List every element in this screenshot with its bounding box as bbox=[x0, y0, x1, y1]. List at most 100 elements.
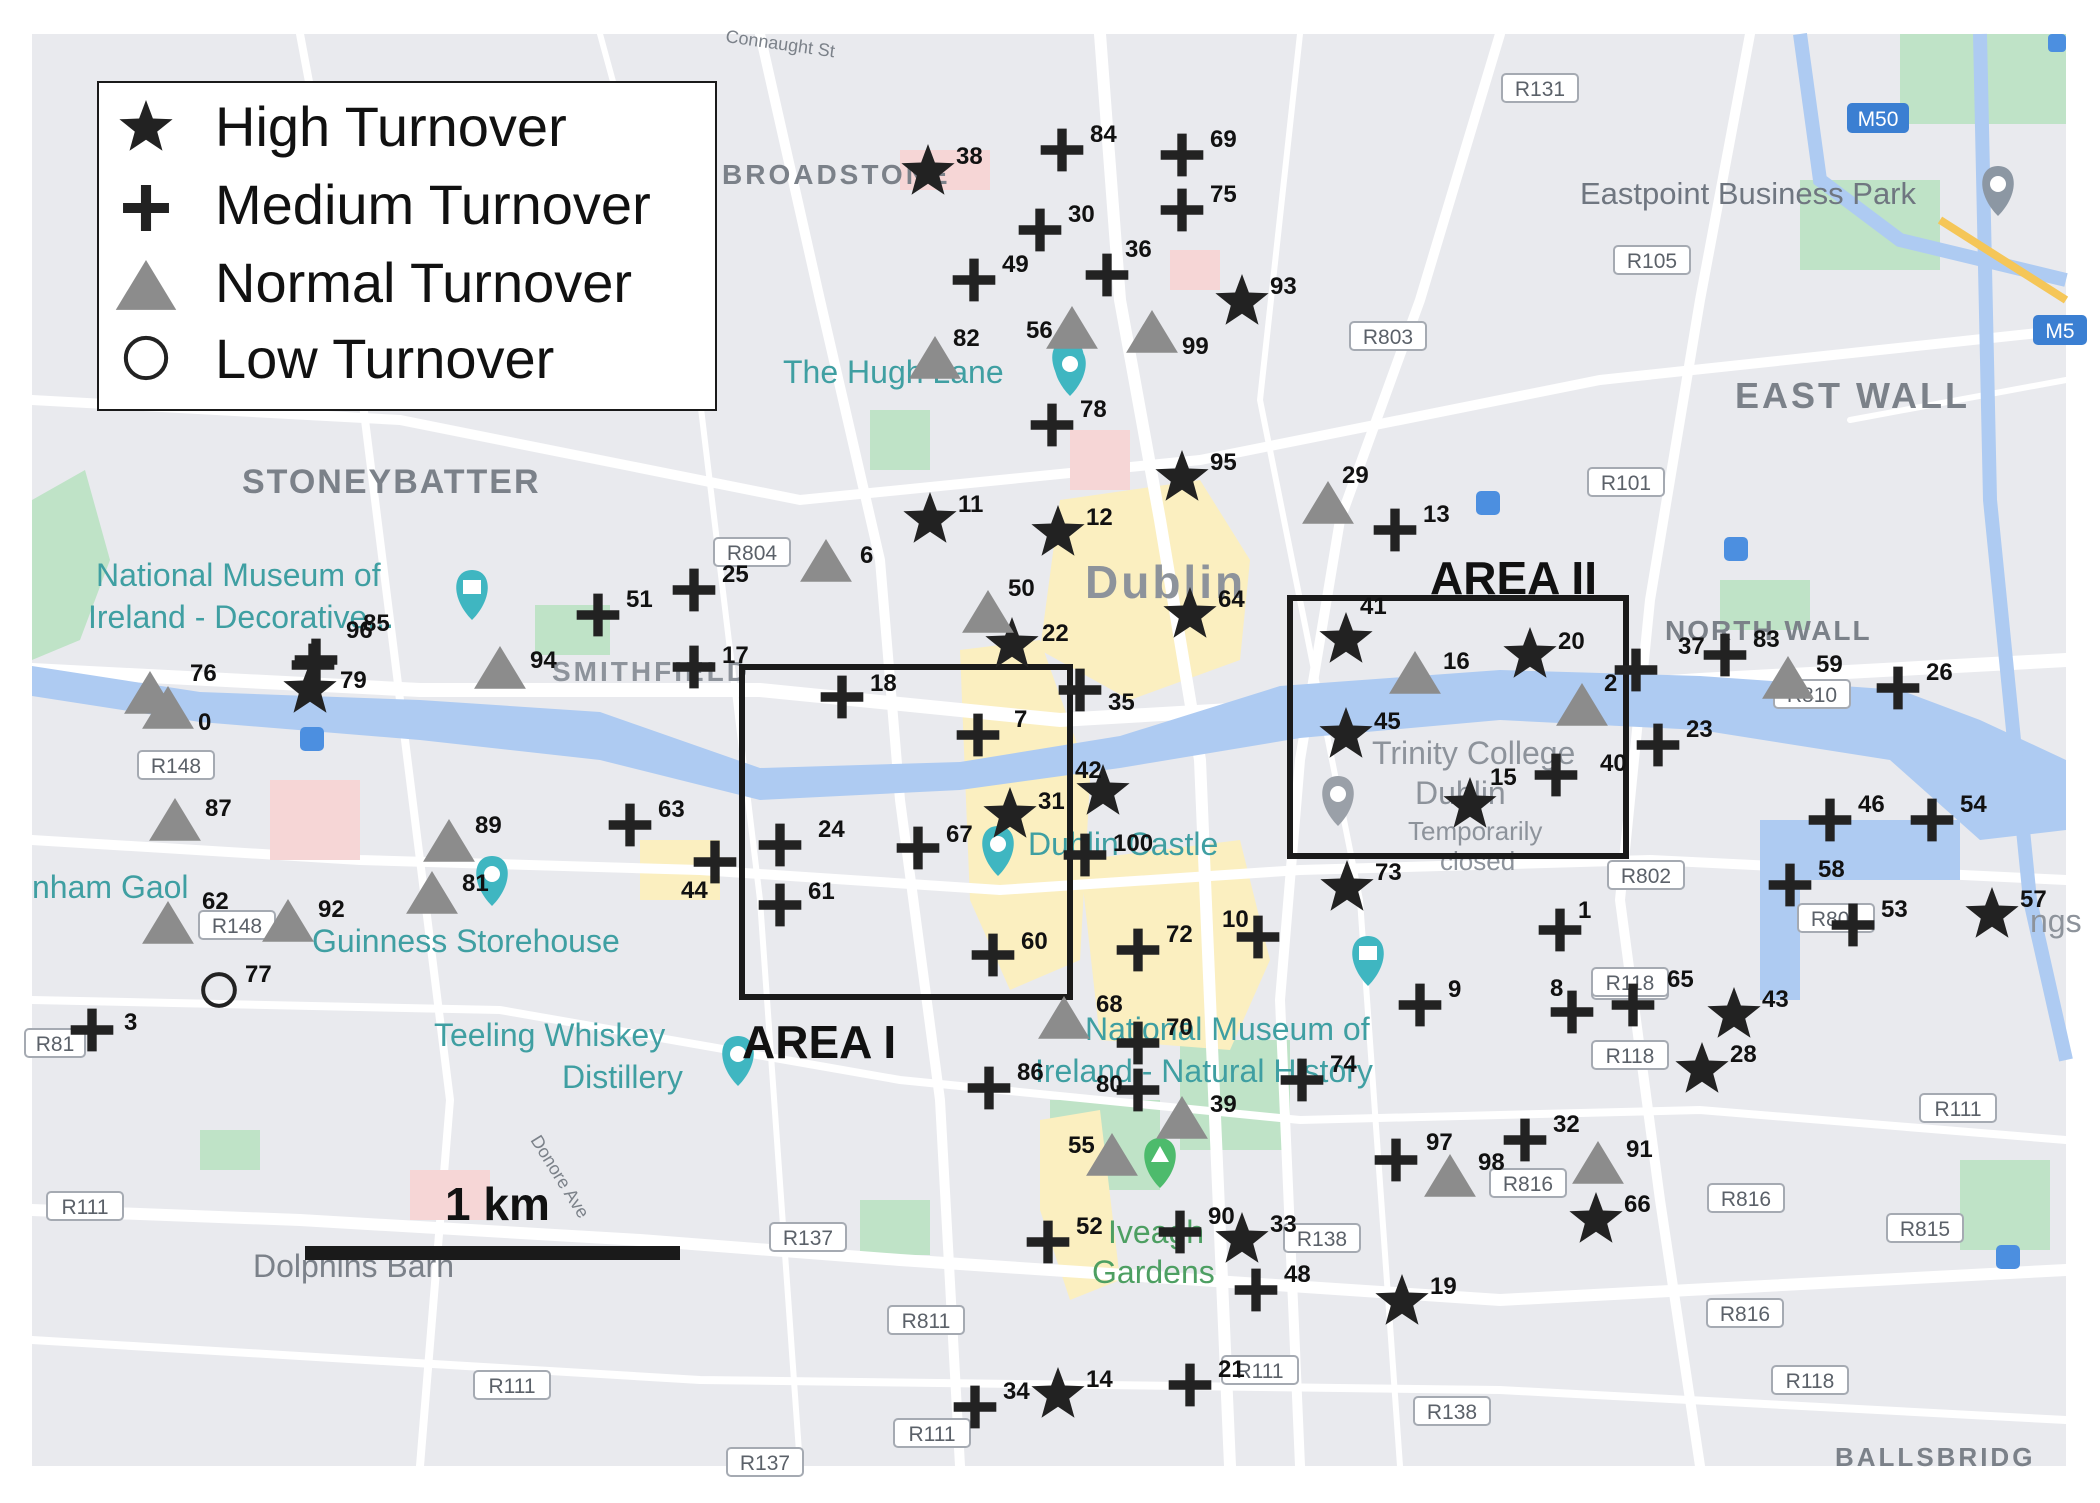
station-id-label: 90 bbox=[1208, 1203, 1235, 1230]
place-hugh-lane: The Hugh Lane bbox=[783, 354, 1004, 390]
station-high-marker bbox=[1675, 1042, 1729, 1093]
station-medium-marker bbox=[576, 593, 620, 637]
station-medium-marker bbox=[672, 568, 716, 612]
station-id-label: 55 bbox=[1068, 1132, 1095, 1159]
station-id-label: 33 bbox=[1270, 1211, 1297, 1238]
road-badge-box bbox=[1413, 1396, 1491, 1426]
area-1-label: AREA I bbox=[742, 1016, 896, 1068]
station-high-marker bbox=[1569, 1192, 1623, 1243]
station-normal-marker bbox=[962, 590, 1014, 633]
road-badge-box bbox=[1489, 1168, 1567, 1198]
station-high-marker bbox=[283, 662, 337, 713]
station-id-label: 38 bbox=[956, 143, 983, 170]
dock-water bbox=[1760, 820, 1960, 1000]
area-1-box bbox=[739, 664, 1073, 1000]
station-id-label: 72 bbox=[1166, 921, 1193, 948]
station-high-marker bbox=[1319, 612, 1373, 663]
station-medium-marker bbox=[1550, 990, 1594, 1034]
building-block bbox=[410, 1170, 490, 1220]
station-id-label: 62 bbox=[202, 888, 229, 915]
station-id-label: 6 bbox=[860, 542, 873, 569]
road-badge-label: R111 bbox=[1236, 1360, 1283, 1383]
road-badge-box bbox=[1771, 1365, 1849, 1395]
station-id-label: 40 bbox=[1600, 750, 1627, 777]
station-medium-marker bbox=[1768, 863, 1812, 907]
station-id-label: 54 bbox=[1960, 791, 1987, 818]
station-normal-marker bbox=[124, 671, 176, 714]
transit-badges bbox=[300, 34, 2066, 1269]
station-medium-marker bbox=[1831, 903, 1875, 947]
station-id-label: 13 bbox=[1423, 501, 1450, 528]
station-medium-marker bbox=[1160, 133, 1204, 177]
area-boxes: AREA I AREA II bbox=[739, 552, 1629, 1068]
place-smithfield: SMITHFIELD bbox=[552, 656, 750, 687]
castle-pin-icon bbox=[982, 826, 1014, 876]
station-id-label: 30 bbox=[1068, 201, 1095, 228]
road-badge-label: R137 bbox=[740, 1452, 790, 1475]
place-docklands: ngs bbox=[2030, 903, 2082, 939]
road-badge-label: R131 bbox=[1515, 78, 1565, 101]
place-trinity-1: Trinity College bbox=[1372, 735, 1575, 771]
road-badge-box bbox=[1706, 1298, 1784, 1328]
scale-bar-line bbox=[305, 1246, 680, 1260]
station-medium-marker bbox=[1030, 403, 1074, 447]
station-normal-marker bbox=[1389, 651, 1441, 694]
station-id-label: 10 bbox=[1222, 906, 1249, 933]
station-high-marker bbox=[1163, 587, 1217, 638]
road-badge-box bbox=[1886, 1213, 1964, 1243]
station-high-marker bbox=[1215, 1212, 1269, 1263]
station-id-label: 23 bbox=[1686, 716, 1713, 743]
station-id-label: 16 bbox=[1443, 648, 1470, 675]
station-normal-marker bbox=[423, 819, 475, 862]
station-medium-marker bbox=[1063, 833, 1107, 877]
station-normal-marker bbox=[1302, 481, 1354, 524]
poi-pins bbox=[456, 166, 2014, 1188]
road-badge-box bbox=[1283, 1223, 1361, 1253]
motorway-m50 bbox=[1937, 216, 2069, 304]
road-badge-box bbox=[1607, 860, 1685, 890]
station-medium-marker bbox=[1168, 1363, 1212, 1407]
station-high-marker bbox=[1031, 505, 1085, 556]
road-badge-label: R811 bbox=[902, 1310, 951, 1333]
station-id-label: 56 bbox=[1026, 317, 1053, 344]
place-iveagh-2: Gardens bbox=[1092, 1254, 1215, 1290]
road-badge-label: R816 bbox=[1720, 1303, 1770, 1326]
station-medium-marker bbox=[1636, 723, 1680, 767]
legend-normal-label: Normal Turnover bbox=[215, 251, 632, 314]
road-badge-label: R138 bbox=[1427, 1401, 1477, 1424]
station-high-marker bbox=[1215, 274, 1269, 325]
road-badge-label: R111 bbox=[61, 1196, 108, 1219]
station-medium-marker bbox=[1910, 798, 1954, 842]
road-badge-box bbox=[137, 750, 215, 780]
station-medium-marker bbox=[952, 258, 996, 302]
road-badge-box bbox=[2033, 315, 2087, 345]
legend-low-label: Low Turnover bbox=[215, 327, 554, 390]
station-medium-marker bbox=[1398, 983, 1442, 1027]
station-id-label: 37 bbox=[1678, 633, 1705, 660]
station-id-label: 9 bbox=[1448, 976, 1461, 1003]
station-high-marker bbox=[1320, 860, 1374, 911]
scale-bar: 1 km bbox=[305, 1178, 680, 1260]
station-id-label: 31 bbox=[1038, 788, 1065, 815]
station-id-label: 67 bbox=[946, 821, 973, 848]
station-id-label: 26 bbox=[1926, 659, 1953, 686]
station-medium-marker bbox=[672, 645, 716, 689]
station-medium-marker bbox=[1503, 1118, 1547, 1162]
road-badge-label: R111 bbox=[1934, 1098, 1981, 1121]
place-north-wall: NORTH WALL bbox=[1665, 615, 1872, 646]
station-high-marker bbox=[1375, 1274, 1429, 1325]
legend-medium-symbol-icon bbox=[123, 185, 169, 231]
building-block bbox=[1170, 250, 1220, 290]
road-badge-label: R118 bbox=[1606, 972, 1655, 995]
station-high-marker bbox=[1965, 887, 2019, 938]
place-east-wall: EAST WALL bbox=[1735, 375, 1970, 416]
station-id-label: 3 bbox=[124, 1009, 137, 1036]
station-id-label: 98 bbox=[1478, 1149, 1505, 1176]
station-id-label: 61 bbox=[808, 878, 835, 905]
road-badge-label: R137 bbox=[783, 1227, 833, 1250]
road-badge-label: R148 bbox=[212, 915, 262, 938]
legend-high-symbol-icon bbox=[119, 100, 173, 151]
station-high-marker bbox=[1707, 987, 1761, 1038]
